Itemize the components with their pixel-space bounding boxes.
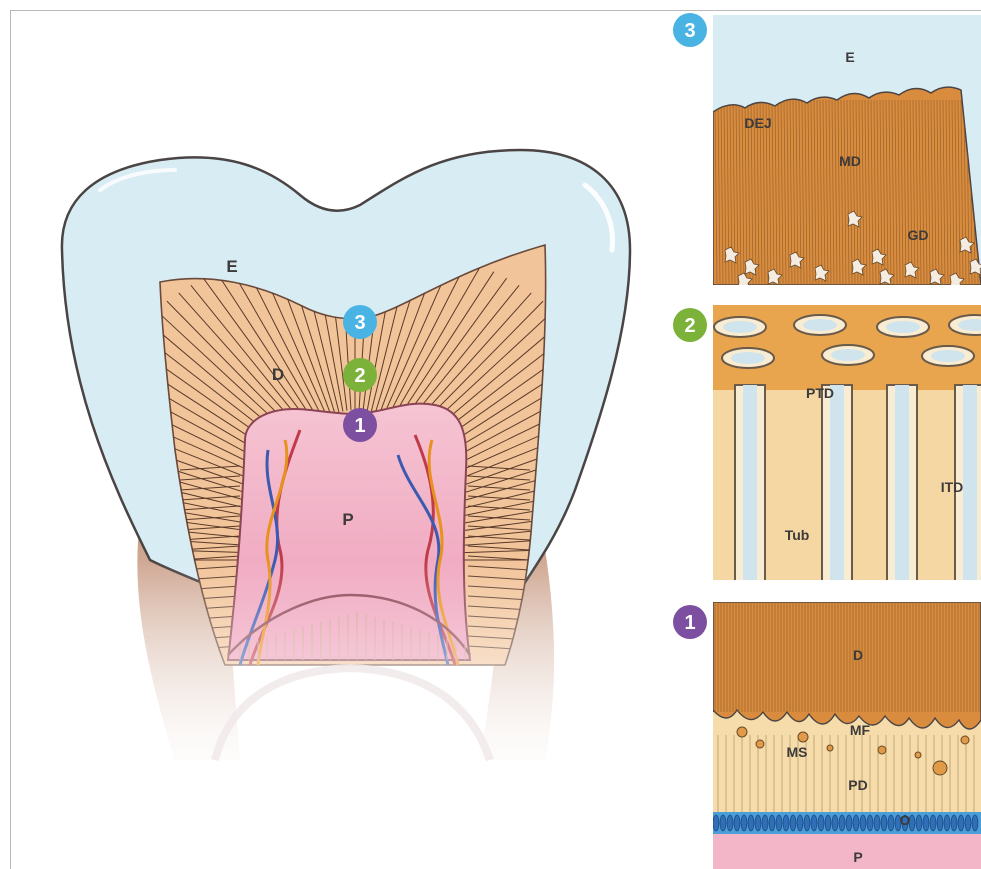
p1-odontoblast	[832, 815, 838, 831]
panel1-label-mf: MF	[850, 722, 871, 738]
p1-odontoblast	[797, 815, 803, 831]
p1-spherule	[827, 745, 833, 751]
panel2-label-itd: ITD	[941, 479, 964, 495]
svg-text:3: 3	[354, 312, 365, 334]
p1-odontoblast	[741, 815, 747, 831]
marker-2-panel[interactable]: 2	[673, 308, 707, 342]
p2-tubule-lumen	[830, 385, 844, 585]
p1-odontoblast	[923, 815, 929, 831]
p1-odontoblast	[860, 815, 866, 831]
p1-odontoblast	[846, 815, 852, 831]
panel1-label-pulp: P	[853, 849, 862, 865]
panel3-label-dej: DEJ	[744, 115, 771, 131]
svg-text:2: 2	[684, 315, 695, 337]
p1-odontoblast	[720, 815, 726, 831]
p2-tubule-opening-lumen	[831, 349, 865, 361]
p2-tubule-lumen	[895, 385, 909, 585]
p1-odontoblast	[916, 815, 922, 831]
p1-odontoblast	[748, 815, 754, 831]
panel1-label-pd: PD	[848, 777, 867, 793]
panel2-label-tub: Tub	[785, 527, 810, 543]
p1-spherule	[878, 746, 886, 754]
p1-spherule	[961, 736, 969, 744]
p1-odontoblast	[881, 815, 887, 831]
p1-odontoblast	[839, 815, 845, 831]
p1-spherule	[933, 761, 947, 775]
panel1-pulp	[713, 834, 981, 869]
p2-tubule-opening-lumen	[886, 321, 920, 333]
label-dentin: D	[272, 365, 284, 384]
panel1-label-dentin: D	[853, 647, 863, 663]
p1-odontoblast	[734, 815, 740, 831]
p1-odontoblast	[818, 815, 824, 831]
p1-odontoblast	[811, 815, 817, 831]
p1-odontoblast	[790, 815, 796, 831]
svg-text:1: 1	[684, 612, 695, 634]
p1-odontoblast	[867, 815, 873, 831]
p1-odontoblast	[944, 815, 950, 831]
p1-odontoblast	[713, 815, 719, 831]
p1-odontoblast	[853, 815, 859, 831]
p1-spherule	[798, 732, 808, 742]
panel2-label-ptd: PTD	[806, 385, 834, 401]
panel3-label-enamel: E	[845, 49, 854, 65]
p1-odontoblast	[783, 815, 789, 831]
p1-spherule	[737, 727, 747, 737]
p2-tubule-lumen	[743, 385, 757, 585]
p1-odontoblast	[762, 815, 768, 831]
p2-tubule-lumen	[963, 385, 977, 585]
label-pulp: P	[342, 510, 353, 529]
p1-odontoblast	[951, 815, 957, 831]
p1-odontoblast	[755, 815, 761, 831]
p2-tubule-opening-lumen	[931, 350, 965, 362]
p1-odontoblast	[958, 815, 964, 831]
marker-3-tooth[interactable]: 3	[343, 305, 377, 339]
p1-odontoblast	[804, 815, 810, 831]
panel-2-tubules: PTD ITD Tub 2	[673, 305, 981, 585]
p1-odontoblast	[825, 815, 831, 831]
panel1-label-o: O	[900, 812, 911, 828]
panel3-label-md: MD	[839, 153, 861, 169]
label-enamel: E	[226, 257, 237, 276]
p1-odontoblast	[930, 815, 936, 831]
p1-odontoblast	[874, 815, 880, 831]
p2-tubule-opening-lumen	[803, 319, 837, 331]
marker-2-tooth[interactable]: 2	[343, 358, 377, 392]
panel-3-enamel-dentin-junction: E DEJ MD GD 3	[673, 13, 981, 289]
p1-odontoblast	[727, 815, 733, 831]
marker-3-panel[interactable]: 3	[673, 13, 707, 47]
tooth-illustration: E D P 3 2 1	[35, 150, 680, 790]
p1-spherule	[915, 752, 921, 758]
p1-odontoblast	[972, 815, 978, 831]
p1-odontoblast	[776, 815, 782, 831]
p1-odontoblast	[769, 815, 775, 831]
marker-1-panel[interactable]: 1	[673, 605, 707, 639]
bottom-fade	[40, 560, 680, 790]
p1-odontoblast	[937, 815, 943, 831]
p1-odontoblast	[888, 815, 894, 831]
p2-tubule-opening-lumen	[731, 352, 765, 364]
p1-spherule	[756, 740, 764, 748]
svg-text:2: 2	[354, 365, 365, 387]
panel1-label-ms: MS	[787, 744, 808, 760]
svg-text:1: 1	[354, 415, 365, 437]
svg-text:3: 3	[684, 20, 695, 42]
marker-1-tooth[interactable]: 1	[343, 408, 377, 442]
p2-tubule-opening-lumen	[723, 321, 757, 333]
panel3-label-gd: GD	[908, 227, 929, 243]
panel-1-odontoblast-layer: D MF MS PD O P 1	[673, 602, 981, 869]
p1-odontoblast	[965, 815, 971, 831]
